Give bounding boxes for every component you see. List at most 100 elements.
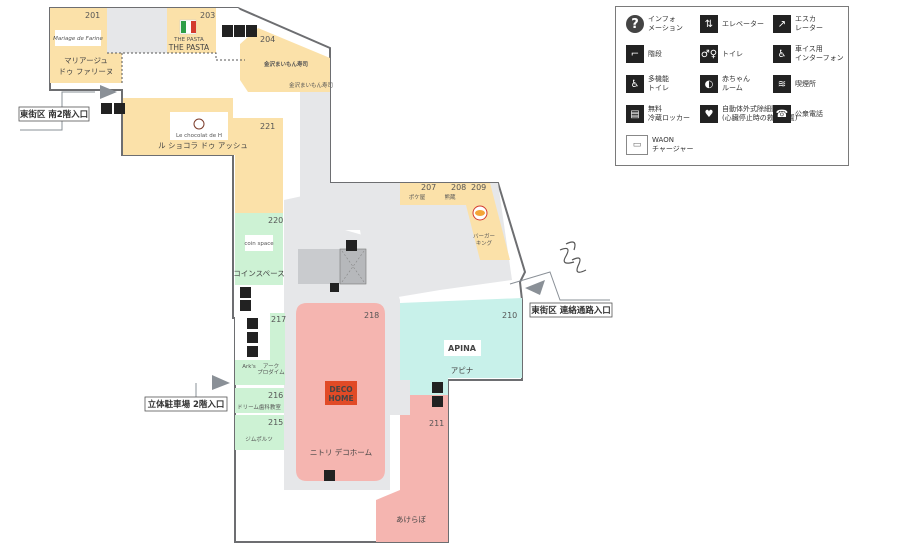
store-210-number: 210 (502, 311, 517, 320)
gray-strip (376, 183, 400, 205)
store-215-number: 215 (268, 418, 283, 427)
store-217-name-1: アーク (263, 363, 279, 370)
information-icon: ? (626, 15, 644, 33)
store-217-name-2: プロダイム (257, 368, 285, 376)
legend-item: ☎公衆電話 (773, 105, 823, 123)
store-209-number: 209 (471, 183, 486, 192)
store-204-name: 金沢まいもん寿司 (289, 81, 333, 89)
corridor-upper (300, 85, 512, 380)
store-211-name: あけらぼ (396, 515, 426, 524)
store-207-number: 207 (421, 183, 436, 192)
store-208[interactable] (434, 183, 466, 205)
store-201-name-2: ドゥ ファリーヌ (59, 67, 114, 76)
store-221-name: ル ショコラ ドゥ アッシュ (158, 141, 248, 150)
store-203-name: THE PASTA (168, 43, 210, 52)
escalator-icon: ↗ (773, 15, 791, 33)
store-207[interactable] (400, 183, 434, 205)
store-215-name: ジムポルツ (245, 436, 273, 443)
restroom-icon (222, 25, 257, 37)
legend-label: 自動体外式除細動器 (心臓停止時の救命装置) (722, 105, 798, 122)
entrance-connect-marker (509, 241, 610, 301)
store-209[interactable] (466, 183, 510, 260)
store-216-name: ドリーム歯科教室 (237, 403, 281, 411)
legend-label: 喫煙所 (795, 79, 816, 88)
store-211[interactable] (376, 395, 448, 542)
store-221-logo-mark (193, 118, 205, 130)
apina-logo-bg (444, 340, 481, 356)
legend-label: エレベーター (722, 19, 764, 28)
store-218-name: ニトリ デコホーム (310, 447, 372, 457)
legend-label: トイレ (722, 49, 743, 58)
store-204-number: 204 (260, 35, 275, 44)
toilet-icon: ♂♀ (700, 45, 718, 63)
store-204-logo: 金沢まいもん寿司 (263, 60, 308, 68)
store-207-name: ポケ屋 (409, 194, 426, 201)
entrance-connect-box[interactable] (529, 302, 613, 318)
legend-item: ▭WAON チャージャー (626, 135, 693, 155)
store-217-lower[interactable] (235, 360, 285, 385)
store-209-name-1: バーガー (473, 232, 495, 240)
store-217-logo: Ark's (242, 364, 256, 370)
legend-item: ▤無料 冷蔵ロッカー (626, 105, 690, 123)
entrance-south-box[interactable] (18, 106, 90, 122)
store-215[interactable] (235, 415, 284, 450)
smoking-area-icon: ≋ (773, 75, 791, 93)
legend-item: ?インフォ メーション (626, 15, 683, 33)
legend-item: ♿多機能 トイレ (626, 75, 669, 93)
pasta-flag-white (186, 21, 191, 33)
store-218-number: 218 (364, 311, 379, 320)
elevator-icon: ⇅ (700, 15, 718, 33)
entrance-parking-marker (150, 375, 230, 401)
coin-space-logo-bg (245, 235, 273, 251)
store-201-logo: Mariage de Farine (53, 36, 103, 42)
legend-item: ◐赤ちゃん ルーム (700, 75, 750, 93)
store-220-name: コインスペース (233, 269, 284, 278)
store-210-logo: APINA (448, 344, 477, 353)
legend-label: 車イス用 インターフォン (795, 45, 844, 62)
wheelchair-interphone-icon: ♿ (773, 45, 791, 63)
store-221[interactable] (123, 98, 283, 213)
legend-label: 多機能 トイレ (648, 75, 669, 92)
store-201-logo-bg (55, 30, 101, 46)
pasta-flag-green (181, 21, 186, 33)
locker-icon: ▤ (626, 105, 644, 123)
store-210-name: アピナ (451, 366, 474, 375)
multipurpose-toilet-icon: ♿ (626, 75, 644, 93)
baby-room-icon: ◐ (700, 75, 718, 93)
stairs-icon: ⌐ (626, 45, 644, 63)
escalator-icon-south (101, 103, 125, 114)
corridor-left (284, 300, 298, 490)
waon-charger-icon: ▭ (626, 135, 648, 155)
escalator-icon-center (346, 240, 357, 251)
legend-item: ↗エスカ レーター (773, 15, 823, 33)
legend-label: インフォ メーション (648, 15, 683, 32)
escalator-icon-bottom (324, 470, 335, 481)
store-208-name: 熊蔵 (444, 193, 456, 201)
store-203-number: 203 (200, 11, 215, 20)
legend-label: 階段 (648, 49, 662, 58)
legend-label: 赤ちゃん ルーム (722, 75, 750, 92)
store-211-number: 211 (429, 419, 444, 428)
store-220-logo: coin space (244, 241, 274, 247)
legend-label: WAON チャージャー (652, 136, 694, 153)
legend-panel: ?インフォ メーション⇅エレベーター↗エスカ レーター⌐階段♂♀トイレ♿車イス用… (615, 6, 849, 166)
entrance-parking-box[interactable] (144, 396, 228, 412)
store-204[interactable] (240, 28, 330, 92)
legend-item: ⇅ エレベーター (700, 15, 764, 33)
pasta-flag-red (191, 21, 196, 33)
deco-home-logo (325, 381, 357, 405)
store-209-name-2: キング (476, 239, 493, 247)
store-gray-block (107, 8, 167, 53)
store-221-logo: Le chocolat de H (176, 133, 222, 139)
left-service-icons (240, 287, 258, 357)
legend-item: ♂♀ トイレ (700, 45, 743, 63)
aed-icon: ♥ (700, 105, 718, 123)
store-216-number: 216 (268, 391, 283, 400)
store-220-number: 220 (268, 216, 283, 225)
legend-label: エスカ レーター (795, 15, 823, 32)
legend-label: 無料 冷蔵ロッカー (648, 105, 690, 122)
store-216[interactable] (235, 388, 284, 413)
store-201-number: 201 (85, 11, 100, 20)
stairs-locker-icons (432, 382, 443, 407)
